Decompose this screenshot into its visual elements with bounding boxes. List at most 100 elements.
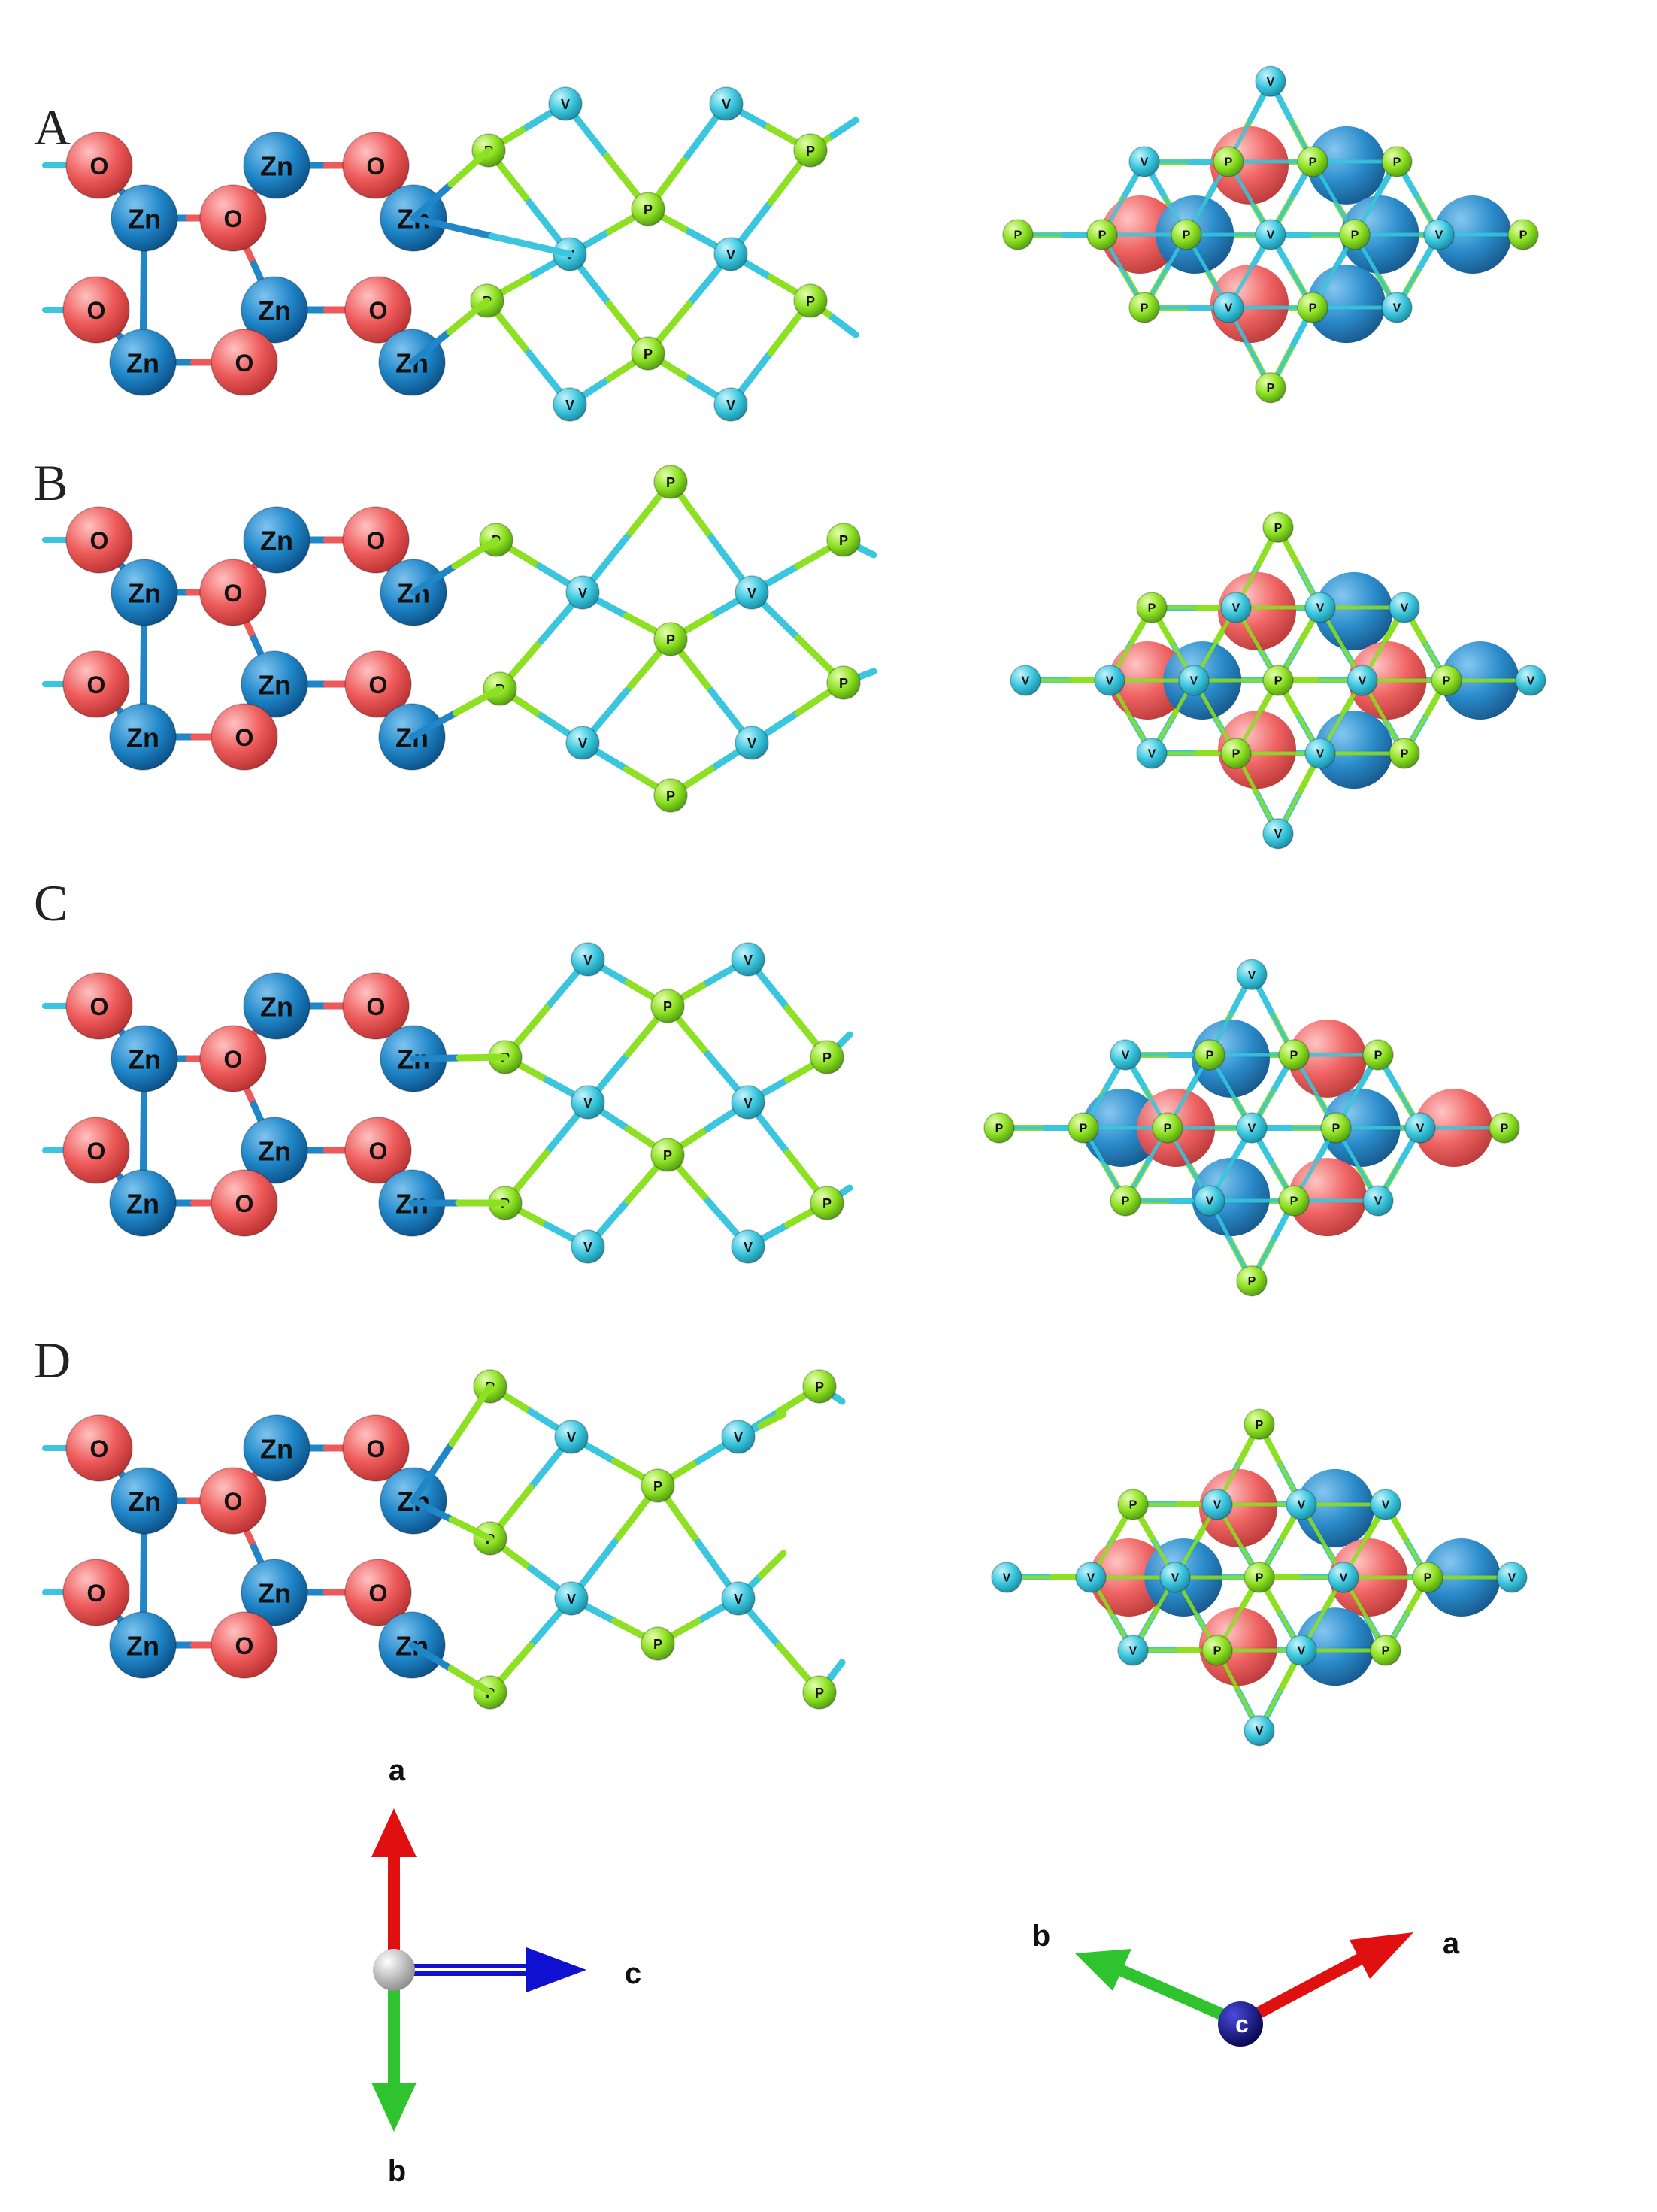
atom-zn: Zn: [241, 276, 308, 344]
atom-p: P: [1507, 219, 1539, 250]
atom-label: V: [583, 953, 592, 968]
atom-p: P: [802, 1675, 837, 1710]
atom-label: V: [1527, 675, 1535, 688]
atom-label: P: [1080, 1123, 1088, 1135]
bond-top: [1207, 974, 1254, 1056]
atom-o: O: [65, 1414, 133, 1482]
atom-p: P: [1244, 1562, 1275, 1593]
atom-p: P: [650, 989, 685, 1023]
atom-zn: Zn: [241, 1559, 308, 1626]
atom-label: P: [1256, 1419, 1264, 1432]
atom-label: V: [1171, 1572, 1180, 1585]
atom-v: V: [735, 726, 769, 760]
atom-v: V: [1244, 1714, 1275, 1747]
atom-label: V: [1316, 602, 1325, 615]
atom-p: P: [1489, 1112, 1520, 1144]
atom-v: V: [721, 1581, 756, 1616]
atom-v: V: [553, 387, 587, 422]
atom-label: O: [369, 1580, 388, 1607]
atom-label: P: [1014, 229, 1022, 242]
atom-label: P: [1309, 156, 1317, 169]
atom-label: O: [369, 1138, 388, 1165]
atom-label: P: [1256, 1572, 1264, 1585]
bond-top: [1226, 80, 1273, 163]
atom-p: P: [802, 1369, 837, 1404]
atom-o: O: [199, 1467, 267, 1535]
atom-o: O: [211, 1611, 278, 1679]
atom-p: P: [1381, 146, 1413, 177]
bond: [408, 1641, 455, 1672]
atom-label: P: [1519, 229, 1528, 242]
atom-p: P: [1002, 219, 1034, 250]
atom-label: P: [663, 1148, 672, 1163]
atom-v: V: [1236, 959, 1268, 991]
bond: [448, 1516, 494, 1542]
atom-label: V: [1141, 156, 1149, 169]
atom-v: V: [548, 86, 583, 121]
panel-label-b: B: [34, 454, 68, 511]
atom-label: P: [1122, 1195, 1130, 1208]
atom-label: V: [747, 736, 756, 751]
axis-b-arrow-icon-top: [1075, 1949, 1131, 1991]
axis-a-arrow-icon-top: [1350, 1932, 1413, 1979]
bond: [410, 214, 495, 240]
bond: [410, 562, 459, 596]
atom-label: P: [1332, 1123, 1340, 1135]
atom-v: V: [1255, 65, 1286, 98]
bond: [447, 1665, 494, 1696]
atom-zn: Zn: [109, 1169, 177, 1237]
atom-o-background: [1218, 711, 1296, 789]
atom-label: O: [90, 1435, 109, 1462]
atom-v: V: [1159, 1562, 1191, 1593]
panel-label-d: D: [34, 1332, 71, 1389]
atom-v: V: [731, 942, 765, 977]
atom-label: O: [367, 527, 386, 554]
atom-v: V: [1423, 219, 1455, 250]
atom-label: P: [1501, 1123, 1509, 1135]
atom-label: O: [90, 993, 109, 1020]
axis-origin-icon: [373, 1949, 415, 1991]
atom-label: O: [87, 1580, 106, 1607]
atom-label: O: [87, 297, 106, 324]
atom-label: P: [1248, 1275, 1256, 1288]
atom-label: P: [822, 1050, 832, 1065]
atom-label: V: [567, 1430, 576, 1445]
atom-v: V: [1304, 738, 1336, 769]
atom-label: P: [644, 202, 653, 217]
atom-p: P: [1320, 1112, 1352, 1144]
atom-p: P: [650, 1138, 685, 1172]
atom-v: V: [1110, 1039, 1141, 1071]
atom-label: O: [87, 1138, 106, 1165]
atom-p: P: [1262, 665, 1294, 696]
atom-label: O: [90, 527, 109, 554]
atom-p: P: [1262, 511, 1294, 544]
bond-stub: [829, 117, 859, 139]
atom-v: V: [1220, 592, 1252, 623]
atom-p: P: [826, 665, 861, 700]
bond-stub: [855, 668, 877, 680]
atom-o: O: [199, 184, 267, 252]
atom-p: P: [1236, 1265, 1268, 1297]
atom-label: P: [839, 533, 848, 548]
atom-v: V: [1286, 1635, 1317, 1666]
atom-label: V: [1022, 675, 1030, 688]
atom-v: V: [554, 1420, 589, 1454]
atom-label: V: [744, 1095, 753, 1111]
atom-label: P: [1141, 301, 1149, 314]
atom-v: V: [1389, 592, 1420, 623]
atom-label: V: [722, 97, 731, 112]
bond: [453, 685, 504, 717]
atom-o: O: [344, 276, 412, 344]
bond-top: [1207, 1199, 1254, 1282]
atom-label: V: [1129, 1644, 1137, 1657]
bond-top: [1234, 752, 1280, 835]
atom-label: Zn: [126, 1631, 159, 1662]
atom-o: O: [65, 972, 133, 1040]
atom-p: P: [653, 622, 688, 656]
atom-label: P: [1274, 675, 1283, 688]
atom-p: P: [1220, 738, 1252, 769]
atom-label: O: [367, 1435, 386, 1462]
atom-o: O: [344, 1117, 412, 1184]
atom-p: P: [1255, 371, 1286, 404]
